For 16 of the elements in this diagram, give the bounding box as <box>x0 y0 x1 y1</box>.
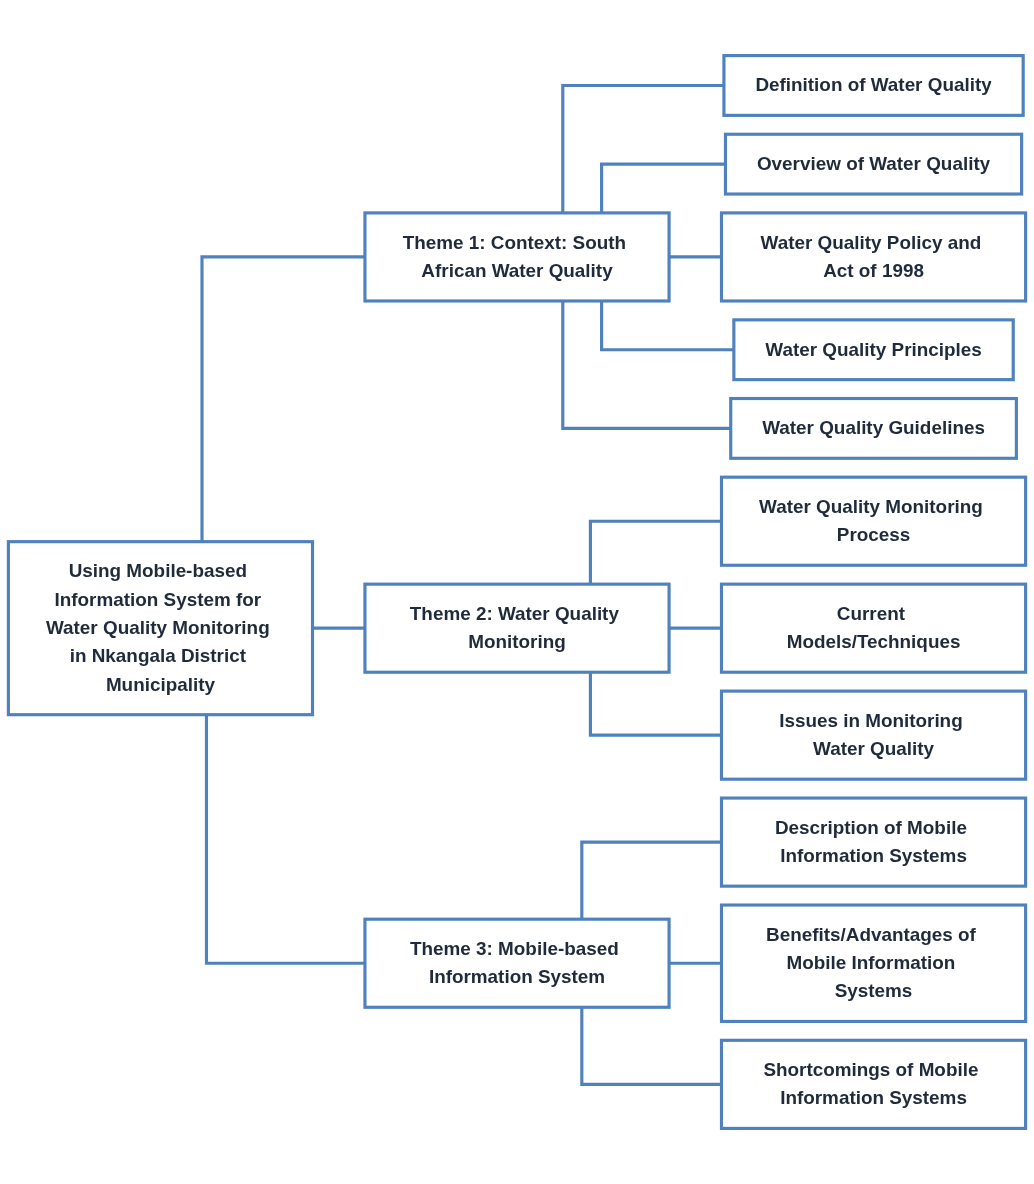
node-box: Theme 1: Context: South African Water Quality <box>363 211 671 303</box>
node-box: Shortcomings of Mobile Information Systems <box>719 1038 1028 1130</box>
node-box: Theme 2: Water Quality Monitoring <box>363 582 671 674</box>
node-box: Benefits/Advantages of Mobile Information Systems <box>719 903 1028 1023</box>
node-box: Using Mobile-based Information System for Water Quality Monitoring in Nkangala District Municipality <box>6 540 315 717</box>
node-box: Water Quality Monitoring Process <box>719 475 1028 567</box>
node-box: Water Quality Principles <box>732 318 1015 382</box>
node-box: Description of Mobile Information Systems <box>719 796 1028 888</box>
connector <box>561 83 724 213</box>
node-box: Current Models/Techniques <box>719 582 1028 674</box>
node-box: Issues in Monitoring Water Quality <box>719 689 1028 781</box>
node-box: Definition of Water Quality <box>722 54 1025 117</box>
node-box: Water Quality Guidelines <box>729 396 1018 460</box>
node-box: Overview of Water Quality <box>723 132 1024 196</box>
node-box: Theme 3: Mobile-based Information System <box>363 917 671 1009</box>
node-box: Water Quality Policy and Act of 1998 <box>719 211 1028 303</box>
